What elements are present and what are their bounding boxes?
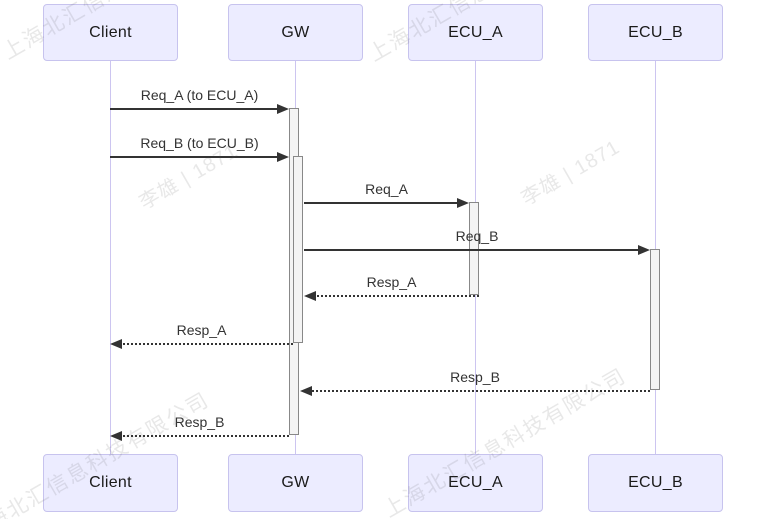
message-label: Req_A xyxy=(365,181,408,197)
message-resp-a-ecu-a-to-gw: Resp_A xyxy=(304,271,479,301)
actor-box-ecu-a-bottom: ECU_A xyxy=(408,454,543,512)
activation-bar-ecu-b xyxy=(650,249,660,390)
arrowhead-icon xyxy=(304,291,316,301)
actor-label: ECU_A xyxy=(448,23,503,41)
actor-label: Client xyxy=(89,474,132,491)
actor-box-gw-top: GW xyxy=(228,4,363,61)
actor-label: ECU_A xyxy=(448,474,503,491)
message-req-a-gw-to-ecu-a: Req_A xyxy=(304,178,469,208)
message-req-a-client-to-gw: Req_A (to ECU_A) xyxy=(110,84,289,114)
arrowhead-icon xyxy=(638,245,650,255)
activation-bar-ecu-a xyxy=(469,202,479,295)
arrowhead-icon xyxy=(110,431,122,441)
message-label: Req_B xyxy=(455,228,499,244)
arrowhead-icon xyxy=(277,152,289,162)
message-line xyxy=(110,108,284,110)
actor-box-ecu-b-bottom: ECU_B xyxy=(588,454,723,512)
message-req-b-client-to-gw: Req_B (to ECU_B) xyxy=(110,132,289,162)
actor-box-client-bottom: Client xyxy=(43,454,178,512)
message-resp-a-gw-to-client: Resp_A xyxy=(110,319,293,349)
message-label: Resp_A xyxy=(176,322,227,338)
actor-label: GW xyxy=(281,474,310,491)
message-resp-b-gw-to-client: Resp_B xyxy=(110,411,289,441)
actor-label: ECU_B xyxy=(628,23,683,41)
message-label: Req_B (to ECU_B) xyxy=(140,135,259,151)
arrowhead-icon xyxy=(300,386,312,396)
message-line xyxy=(305,390,650,392)
message-line xyxy=(115,343,293,345)
message-line xyxy=(304,249,645,251)
activation-bar-gw-inner xyxy=(293,156,303,343)
message-resp-b-ecu-b-to-gw: Resp_B xyxy=(300,366,650,396)
actor-label: GW xyxy=(281,23,310,41)
message-req-b-gw-to-ecu-b: Req_B xyxy=(304,225,650,255)
actor-box-gw-bottom: GW xyxy=(228,454,363,512)
arrowhead-icon xyxy=(277,104,289,114)
message-line xyxy=(115,435,289,437)
message-label: Resp_A xyxy=(366,274,417,290)
message-line xyxy=(309,295,479,297)
actor-box-ecu-a-top: ECU_A xyxy=(408,4,543,61)
actor-box-ecu-b-top: ECU_B xyxy=(588,4,723,61)
message-label: Req_A (to ECU_A) xyxy=(140,87,259,103)
actor-label: ECU_B xyxy=(628,474,683,491)
actor-box-client-top: Client xyxy=(43,4,178,61)
arrowhead-icon xyxy=(110,339,122,349)
arrowhead-icon xyxy=(457,198,469,208)
message-line xyxy=(304,202,464,204)
message-line xyxy=(110,156,284,158)
watermark-user: 李雄 | 1871 xyxy=(517,136,624,211)
lifeline-client xyxy=(110,61,111,455)
actor-label: Client xyxy=(89,23,132,41)
message-label: Resp_B xyxy=(450,369,500,385)
message-label: Resp_B xyxy=(174,414,225,430)
